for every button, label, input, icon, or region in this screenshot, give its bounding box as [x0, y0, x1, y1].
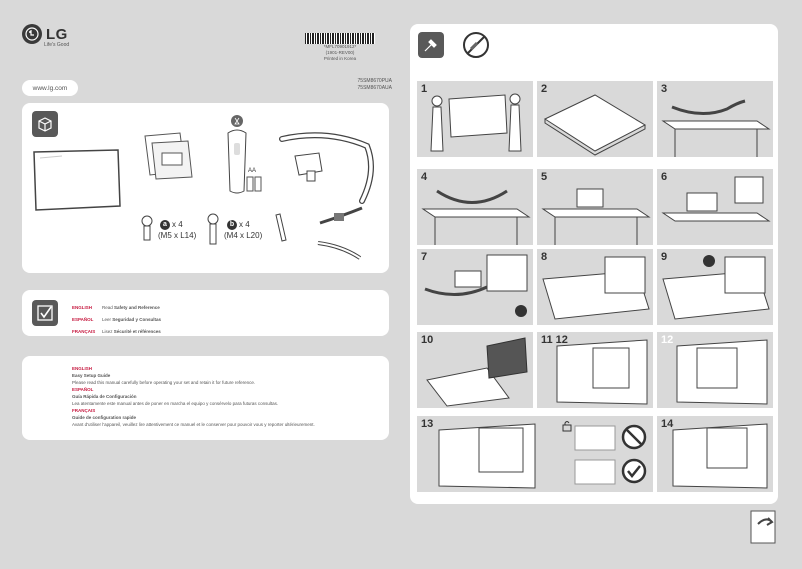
cable-route-illustration: [672, 423, 768, 489]
guide-body: Lea atentamente este manual antes de pon…: [72, 401, 279, 406]
step-number: 1: [421, 83, 428, 95]
step-10: 10: [417, 332, 533, 408]
guide-text: ENGLISH Easy Setup Guide Please read thi…: [72, 365, 315, 428]
step-7: 7: [417, 249, 533, 325]
cable-clip-illustration: [275, 213, 287, 242]
brand-name: LG: [46, 25, 68, 43]
guide-panel: ENGLISH Easy Setup Guide Please read thi…: [22, 356, 389, 440]
tv-on-table-illustration: [543, 94, 647, 156]
manual-illustration: [144, 132, 193, 180]
guide-title: Guía Rápida de Configuración: [72, 394, 137, 399]
cable-clip-correct-illustration: [438, 423, 616, 489]
step-number: 3: [661, 83, 668, 95]
revision-text: (1901-REV00): [325, 50, 355, 55]
step-number: 13: [421, 418, 434, 430]
step-1: 1: [417, 81, 533, 157]
cable-management-illustration: [556, 339, 648, 405]
step-4: 4: [417, 169, 533, 245]
barcode-block: *MFL70901912* (1901-REV00) Printed in Ko…: [305, 33, 375, 62]
label-a-badge: a: [160, 220, 170, 230]
website-link[interactable]: www.lg.com: [22, 80, 78, 96]
battery-label: AA: [248, 168, 257, 174]
barcode-text: *MFL70901912*: [323, 44, 357, 49]
step-14: 14: [657, 416, 773, 492]
step-number: 5: [541, 171, 548, 183]
screw-bracket-illustration: [661, 176, 771, 222]
guide-title: Easy Setup Guide: [72, 373, 111, 378]
page-turn-icon: [750, 510, 776, 544]
model-numbers: 75SM8670PUA 75SM8670AUA: [340, 78, 392, 92]
step-number: 10: [421, 334, 434, 346]
tv-illustration: [33, 149, 121, 211]
cable-clip-detail-illustration: [676, 339, 768, 405]
screw-a-qty: x 4: [172, 220, 183, 229]
stand-illustration: [279, 132, 374, 204]
cable-tie-illustration: [317, 206, 363, 260]
step-number: 2: [541, 83, 548, 95]
guide-body: Please read this manual carefully before…: [72, 380, 256, 385]
step-number: 4: [421, 171, 428, 183]
step-number: 6: [661, 171, 668, 183]
lg-logo-icon: [22, 24, 42, 44]
step-6: 6: [657, 169, 773, 245]
lg-logo: LG: [22, 24, 68, 44]
step-9: 9: [657, 249, 773, 325]
remote-illustration: [227, 115, 247, 194]
model-number: 75SM8670PUA: [357, 78, 392, 84]
stand-bracket-illustration: [541, 188, 651, 245]
box-contents-panel: AA a x 4 (M5 x L14) b x 4 (M4 x L20): [22, 103, 389, 273]
guide-lang: FRANÇAIS: [72, 408, 96, 413]
step-12: 12: [657, 332, 773, 408]
label-b-badge: b: [227, 220, 237, 230]
no-tool-icon: [463, 32, 489, 58]
step-number: 14: [661, 418, 674, 430]
screw-a-illustration: [141, 215, 153, 241]
check-icon: [621, 458, 647, 484]
tool-icon: [418, 32, 444, 58]
screw-a-size: (M5 x L14): [158, 231, 197, 240]
step-3: 3: [657, 81, 773, 157]
stand-base-illustration: [421, 189, 531, 245]
step-number: 11 12: [541, 334, 568, 346]
tv-face-down-illustration: [542, 256, 650, 320]
screw-b-qty: x 4: [239, 220, 250, 229]
assembly-steps-panel: 1 2 3 4 5: [410, 24, 778, 504]
step-8: 8: [537, 249, 653, 325]
step-2: 2: [537, 81, 653, 157]
two-person-lift-illustration: [430, 93, 522, 152]
screw-b-size: (M4 x L20): [224, 231, 263, 240]
lock-icon: [562, 421, 572, 432]
checklist-icon: [32, 300, 58, 326]
model-number: 75SM8670AUA: [357, 85, 392, 91]
screw-tv-illustration: [662, 255, 770, 320]
attach-stand-illustration: [424, 254, 528, 317]
guide-lang: ENGLISH: [72, 366, 93, 371]
screw-b-illustration: [207, 213, 219, 245]
battery-illustration: [246, 176, 262, 192]
printed-text: Printed in Korea: [323, 56, 357, 61]
stand-up-tv-illustration: [426, 337, 528, 407]
step-5: 5: [537, 169, 653, 245]
brand-tagline: Life's Good: [44, 42, 70, 48]
box-icon: [32, 111, 58, 137]
guide-lang: ESPAÑOL: [72, 387, 94, 392]
step-number: 12: [661, 334, 674, 346]
guide-body: Avant d'utiliser l'appareil, veuillez li…: [72, 422, 315, 427]
barcode-image: [305, 33, 375, 44]
stand-on-table-illustration: [661, 99, 771, 157]
step-number: 8: [541, 251, 548, 263]
step-number: 9: [661, 251, 668, 263]
prohibited-icon: [621, 424, 647, 450]
step-11-12: 11 12: [537, 332, 653, 408]
guide-title: Guide de configuration rapide: [72, 415, 137, 420]
step-13: 13: [417, 416, 653, 492]
step-number: 7: [421, 251, 428, 263]
